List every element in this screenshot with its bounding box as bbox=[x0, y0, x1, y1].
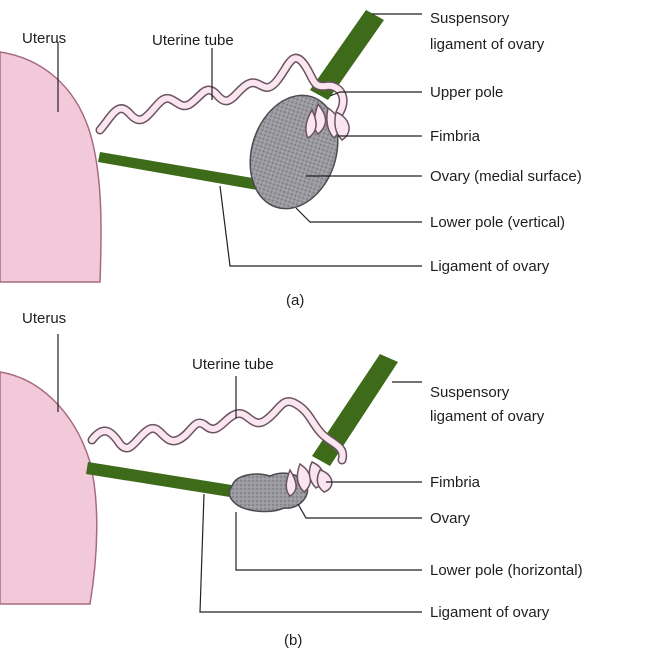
ovary-b bbox=[229, 473, 307, 511]
label-fimbria-a: Fimbria bbox=[430, 128, 480, 146]
label-suspensory-b-line2: ligament of ovary bbox=[430, 408, 544, 426]
label-ligament-b: Ligament of ovary bbox=[430, 604, 549, 622]
label-lower-pole-b: Lower pole (horizontal) bbox=[430, 562, 583, 580]
label-ovary-b: Ovary bbox=[430, 510, 470, 528]
label-suspensory-a-line2: ligament of ovary bbox=[430, 36, 544, 54]
label-uterine-tube-b: Uterine tube bbox=[192, 356, 274, 374]
uterus-a bbox=[0, 52, 101, 282]
label-ovary-a: Ovary (medial surface) bbox=[430, 168, 582, 186]
caption-b: (b) bbox=[284, 632, 302, 650]
leader-lines-a bbox=[58, 14, 422, 266]
ligament-of-ovary-b bbox=[86, 462, 238, 498]
uterus-b bbox=[0, 372, 97, 604]
label-lower-pole-a: Lower pole (vertical) bbox=[430, 214, 565, 232]
suspensory-ligament-b bbox=[312, 354, 398, 466]
label-uterine-tube-a: Uterine tube bbox=[152, 32, 234, 50]
panel-b bbox=[0, 334, 422, 612]
label-uterus-b: Uterus bbox=[22, 310, 66, 328]
ovary-a bbox=[236, 84, 352, 220]
fimbria-b bbox=[286, 462, 332, 496]
label-suspensory-b-line1: Suspensory bbox=[430, 384, 509, 402]
label-uterus-a: Uterus bbox=[22, 30, 66, 48]
label-upper-pole-a: Upper pole bbox=[430, 84, 503, 102]
label-ligament-a: Ligament of ovary bbox=[430, 258, 549, 276]
panel-a bbox=[0, 10, 422, 282]
caption-a: (a) bbox=[286, 292, 304, 310]
label-suspensory-a-line1: Suspensory bbox=[430, 10, 509, 28]
label-fimbria-b: Fimbria bbox=[430, 474, 480, 492]
